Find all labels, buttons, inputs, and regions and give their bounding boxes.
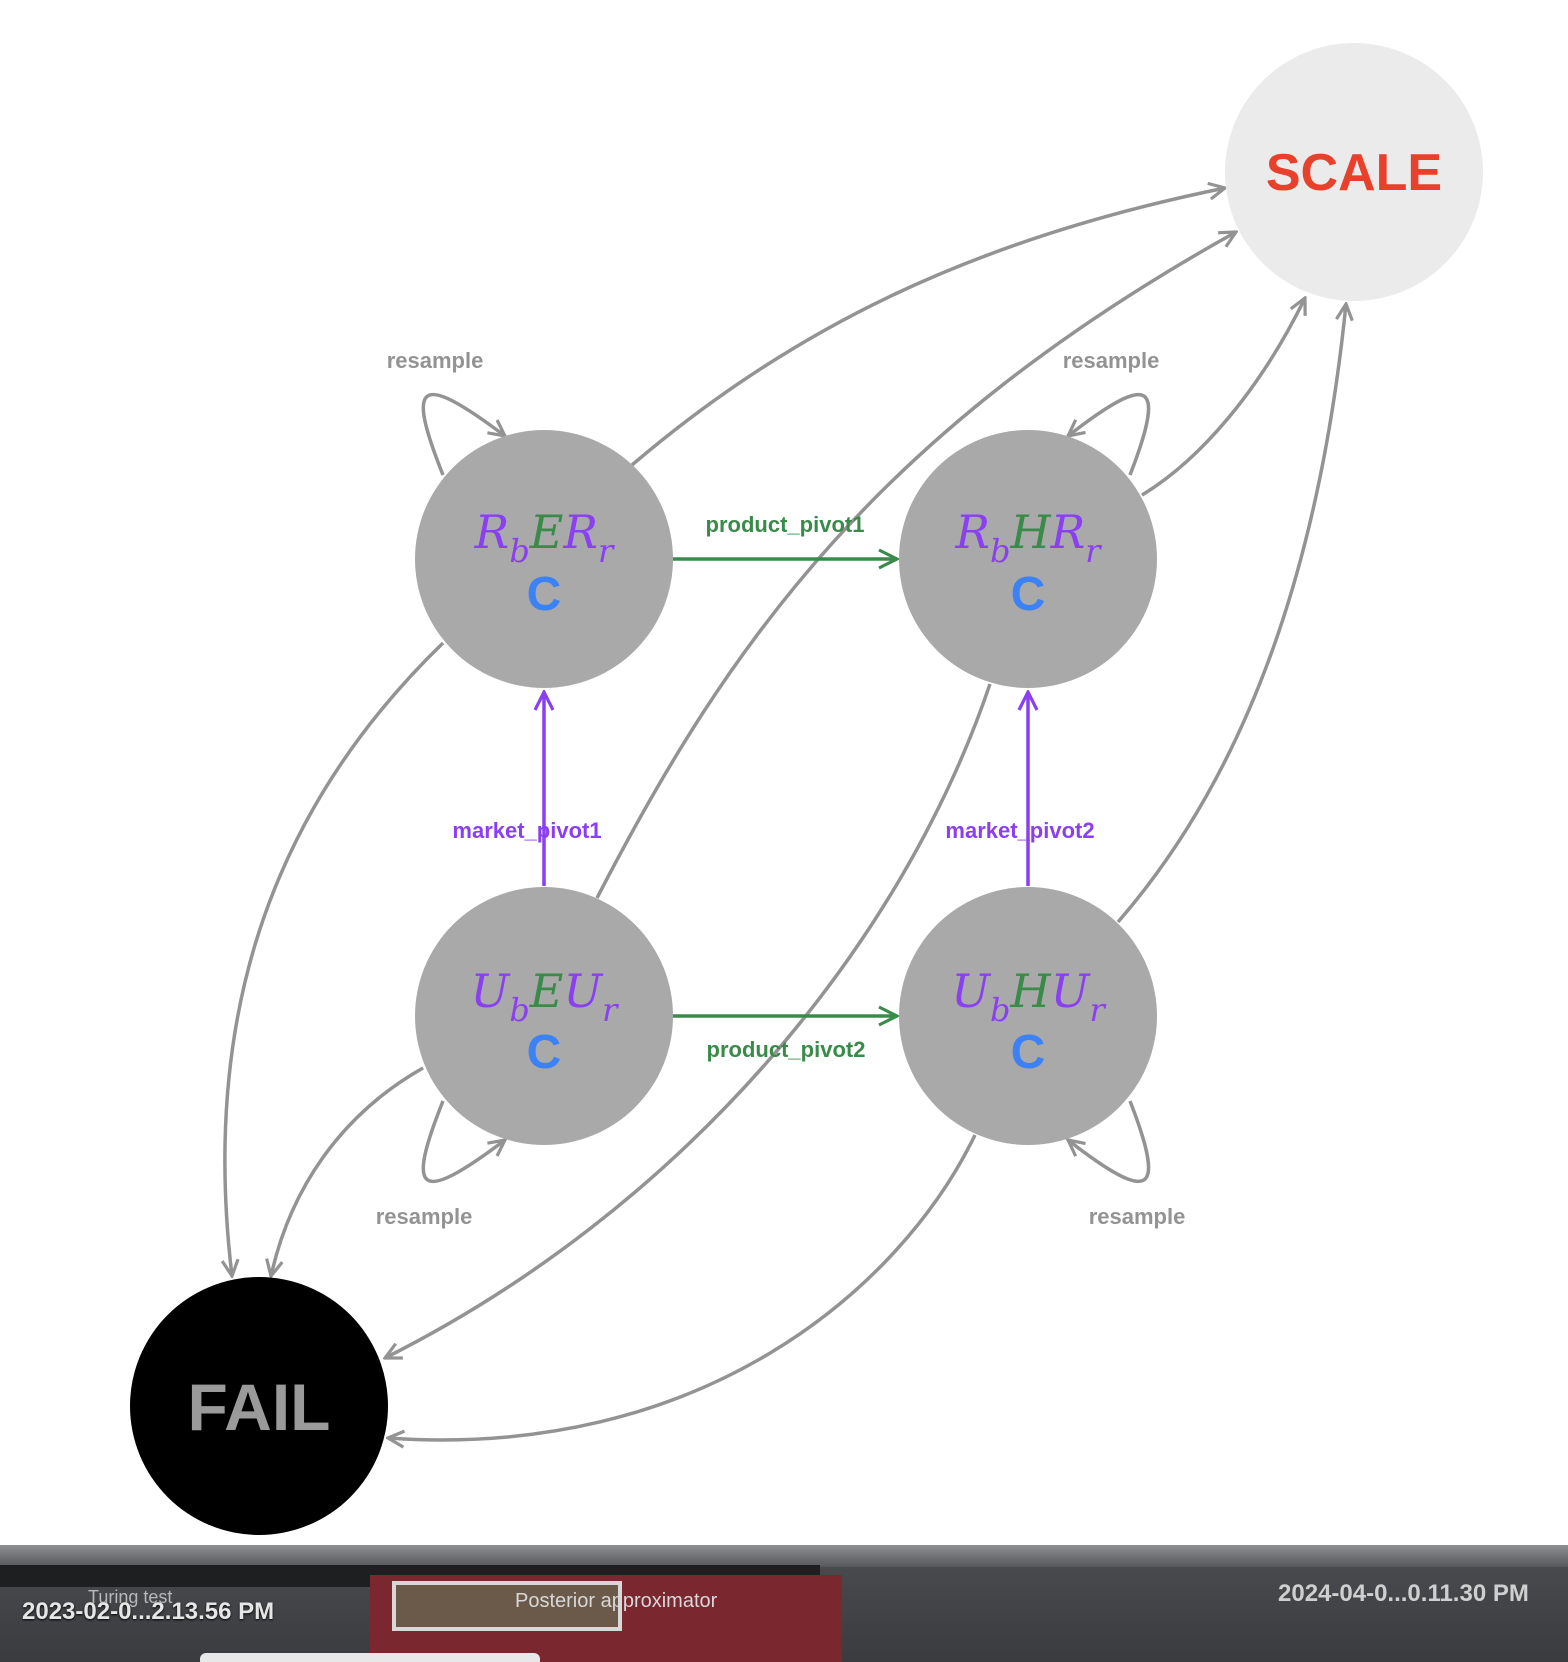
- label-resample-bl: resample: [376, 1204, 473, 1229]
- label-market-pivot1: market_pivot1: [452, 818, 601, 843]
- fail-node: [130, 1277, 388, 1535]
- svg-text:UbHUr: UbHUr: [951, 964, 1106, 1029]
- middle-thumbnail-label[interactable]: Posterior approximator: [515, 1590, 718, 1612]
- state-node-ubhu: UbHUr C: [899, 887, 1157, 1145]
- taskbar-strip: [0, 1545, 1568, 1567]
- scale-label: SCALE: [1266, 144, 1442, 202]
- label-resample-tr: resample: [1063, 348, 1160, 373]
- node-code: C: [527, 568, 562, 621]
- desktop-taskbar: Turing test 2023-02-0...2.13.56 PM Poste…: [0, 1545, 1568, 1662]
- edge-ubeu-to-scale: [595, 232, 1236, 899]
- self-loop-ubhu: [1068, 1100, 1151, 1184]
- edge-rbhr-to-scale: [1141, 298, 1305, 497]
- state-node-rber: RbERr C: [415, 430, 673, 688]
- label-product-pivot1: product_pivot1: [706, 512, 865, 537]
- edge-rbhr-to-fail: [385, 683, 992, 1358]
- state-node-rbhr: RbHRr C: [899, 430, 1157, 688]
- node-code: C: [527, 1026, 562, 1079]
- thumbnail-image[interactable]: [392, 1581, 622, 1631]
- label-resample-br: resample: [1089, 1204, 1186, 1229]
- node-code: C: [1011, 568, 1046, 621]
- fail-label: FAIL: [188, 1370, 331, 1444]
- left-timestamp[interactable]: 2023-02-0...2.13.56 PM: [22, 1598, 275, 1625]
- state-diagram: SCALE FAIL RbERr C RbHRr C UbEUr C UbHUr…: [130, 43, 1483, 1535]
- svg-text:RbHRr: RbHRr: [954, 505, 1102, 570]
- edge-ubeu-to-fail: [271, 1066, 424, 1276]
- transition-edges: [225, 188, 1346, 1440]
- self-loop-ubeu: [421, 1100, 505, 1184]
- right-timestamp[interactable]: 2024-04-0...0.11.30 PM: [1278, 1580, 1529, 1607]
- state-node-ubeu: UbEUr C: [415, 887, 673, 1145]
- node-code: C: [1011, 1026, 1046, 1079]
- svg-text:RbERr: RbERr: [474, 505, 615, 570]
- label-product-pivot2: product_pivot2: [707, 1037, 866, 1062]
- self-loop-rber: [421, 392, 505, 476]
- svg-text:UbEUr: UbEUr: [471, 964, 620, 1029]
- self-loop-rbhr: [1068, 392, 1151, 476]
- taskbar-pill[interactable]: [200, 1653, 540, 1662]
- scale-node: [1225, 43, 1483, 301]
- edge-ubhu-to-scale: [1116, 304, 1346, 924]
- edge-ubhu-to-fail: [388, 1134, 977, 1440]
- label-market-pivot2: market_pivot2: [945, 818, 1094, 843]
- edge-rber-to-scale: [630, 188, 1225, 467]
- edge-rber-to-fail: [225, 641, 445, 1276]
- label-resample-tl: resample: [387, 348, 484, 373]
- left-thumbnail-subtitle: Turing test: [88, 1587, 173, 1607]
